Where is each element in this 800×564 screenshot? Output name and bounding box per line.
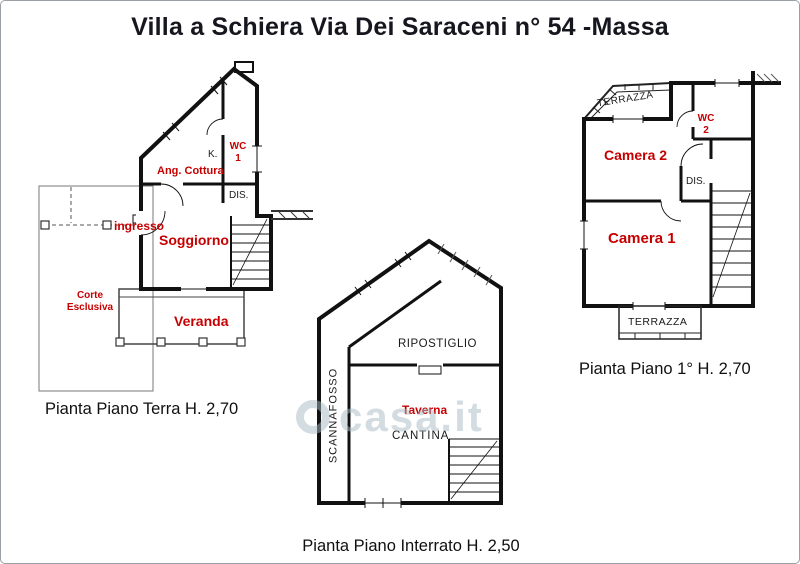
room-label-ripostiglio: RIPOSTIGLIO [398,338,477,350]
first-floor-plan [580,71,781,340]
veranda-door [181,284,206,294]
door-arcs [140,118,224,236]
party-wall-hatch [437,243,493,286]
right-wall-window [252,145,262,173]
interior-walls [141,82,257,203]
caption-ground-floor: Pianta Piano Terra H. 2,70 [45,400,239,418]
room-label-corte-esclusiva: Corte Esclusiva [66,290,114,313]
room-label-ingresso: ingresso [114,219,165,233]
room-label-ang-cottura: Ang. Cottura [157,165,224,177]
room-label-camera1: Camera 1 [608,230,676,247]
outer-walls [317,238,503,505]
bottom-window [364,498,402,508]
outer-walls [139,61,273,291]
party-wall-stub [271,210,313,220]
watermark-logo-icon [296,400,330,434]
diagonal-window-ticks [162,76,228,141]
terrace-bottom-outline [618,305,702,340]
door-arcs [660,110,704,222]
room-label-cantina: CANTINA [392,430,450,442]
room-label-k: K. [208,149,218,160]
veranda-posts [115,337,246,347]
room-label-veranda: Veranda [174,313,229,329]
watermark-text: casa.it [339,393,484,440]
page-title: Villa a Schiera Via Dei Saraceni n° 54 -… [131,13,669,41]
staircase [230,216,269,287]
window-ticks [354,251,412,296]
outer-walls [582,71,781,308]
basement-plan [317,238,503,508]
party-wall-hatch [756,73,780,83]
interior-walls [584,83,753,306]
entry-dashed-path [45,187,137,226]
room-label-wc1: WC 1 [229,141,247,164]
room-label-soggiorno: Soggiorno [159,232,229,248]
room-label-taverna: Taverna [402,403,448,417]
scannafosso-inner-wall [347,279,442,503]
terrace-top-ticks [592,84,654,114]
caption-first-floor: Pianta Piano 1° H. 2,70 [579,360,751,378]
ground-floor-plan [38,61,313,392]
watermark: casa.it [296,393,484,441]
caption-basement: Pianta Piano Interrato H. 2,50 [302,537,520,555]
room-label-camera2: Camera 2 [604,147,668,163]
room-label-dis-ground: DIS. [229,190,249,201]
door-marker [418,365,442,375]
room-label-terrazza-bottom: TERRAZZA [628,316,688,328]
entrance-door [136,211,145,235]
room-label-dis-first: DIS. [686,176,706,187]
room-label-wc2: WC 2 [697,113,715,136]
staircase [711,190,752,298]
staircase [448,438,499,501]
